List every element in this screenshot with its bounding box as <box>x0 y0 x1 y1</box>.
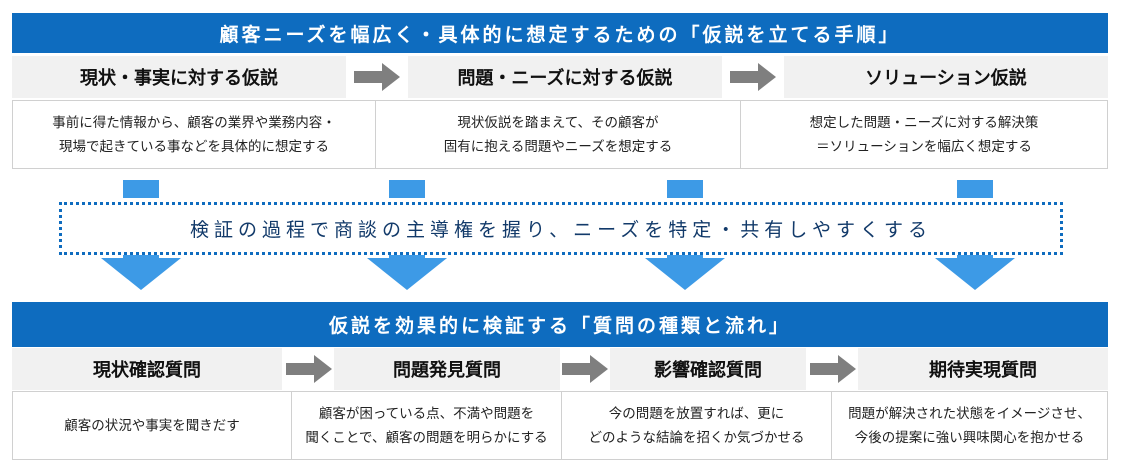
top-step-header-3: ソリューション仮説 <box>784 56 1108 98</box>
top-step-desc-1: 事前に得た情報から、顧客の業界や業務内容・ 現場で起きている事などを具体的に想定… <box>12 100 376 169</box>
top-step-desc-2-line-2: 固有に抱える問題やニーズを想定する <box>443 138 673 155</box>
bottom-step-label-1: 現状確認質問 <box>93 360 201 381</box>
top-step-desc-2: 現状仮説を踏まえて、その顧客が 固有に抱える問題やニーズを想定する <box>375 100 741 169</box>
bottom-flow-arrow-1 <box>286 355 332 383</box>
bottom-title: 仮説を効果的に検証する「質問の種類と流れ」 <box>328 315 791 337</box>
top-step-desc-1-line-2: 現場で起きている事などを具体的に想定する <box>59 138 329 155</box>
bottom-flow-arrow-2 <box>562 355 608 383</box>
top-step-label-2: 問題・ニーズに対する仮説 <box>457 68 673 89</box>
bottom-step-desc-3-line-2: どのような結論を招くか気づかせる <box>588 429 805 446</box>
bottom-step-label-4: 期待実現質問 <box>929 360 1037 381</box>
bottom-step-desc-4-line-1: 問題が解決された状態をイメージさせ、 <box>848 405 1091 422</box>
top-step-desc-3-line-2: ＝ソリューションを幅広く想定する <box>816 138 1032 155</box>
top-step-desc-3: 想定した問題・ニーズに対する解決策 ＝ソリューションを幅広く想定する <box>740 100 1108 169</box>
bottom-step-desc-4-line-2: 今後の提案に強い興味関心を抱かせる <box>854 429 1085 446</box>
bottom-step-desc-3-line-1: 今の問題を放置すれば、更に <box>608 405 785 422</box>
bottom-step-header-3: 影響確認質問 <box>610 348 806 390</box>
bottom-step-header-1: 現状確認質問 <box>12 348 282 390</box>
bottom-title-band: 仮説を効果的に検証する「質問の種類と流れ」 <box>12 302 1108 347</box>
top-flow-arrow-2 <box>730 63 776 91</box>
top-step-desc-3-line-1: 想定した問題・ニーズに対する解決策 <box>809 114 1039 131</box>
top-flow-arrow-1 <box>354 63 400 91</box>
bottom-step-desc-1: 顧客の状況や事実を聞きだす <box>12 391 292 460</box>
top-step-label-3: ソリューション仮説 <box>865 68 1027 89</box>
top-title: 顧客ニーズを幅広く・具体的に想定するための「仮説を立てる手順」 <box>219 23 901 46</box>
bottom-step-header-4: 期待実現質問 <box>858 348 1108 390</box>
bottom-step-desc-3: 今の問題を放置すれば、更に どのような結論を招くか気づかせる <box>561 391 832 460</box>
key-message-text: 検証の過程で商談の主導権を握り、ニーズを特定・共有しやすくする <box>189 219 933 241</box>
key-message-box: 検証の過程で商談の主導権を握り、ニーズを特定・共有しやすくする <box>59 202 1063 255</box>
bottom-flow-arrow-3 <box>810 355 856 383</box>
bottom-step-desc-1-line-1: 顧客の状況や事実を聞きだす <box>64 417 240 434</box>
bottom-step-desc-2: 顧客が困っている点、不満や問題を 聞くことで、顧客の問題を明らかにする <box>291 391 562 460</box>
top-step-desc-2-line-1: 現状仮説を踏まえて、その顧客が <box>457 114 659 131</box>
top-step-desc-1-line-1: 事前に得た情報から、顧客の業界や業務内容・ <box>52 114 336 131</box>
bottom-step-desc-2-line-1: 顧客が困っている点、不満や問題を <box>318 405 535 422</box>
bottom-step-header-2: 問題発見質問 <box>334 348 560 390</box>
bottom-step-desc-4: 問題が解決された状態をイメージさせ、 今後の提案に強い興味関心を抱かせる <box>831 391 1108 460</box>
top-step-header-2: 問題・ニーズに対する仮説 <box>408 56 722 98</box>
top-step-label-1: 現状・事実に対する仮説 <box>80 68 278 89</box>
top-title-band: 顧客ニーズを幅広く・具体的に想定するための「仮説を立てる手順」 <box>12 13 1108 53</box>
bottom-step-desc-2-line-2: 聞くことで、顧客の問題を明らかにする <box>305 429 548 446</box>
bottom-step-label-3: 影響確認質問 <box>654 360 762 381</box>
bottom-step-label-2: 問題発見質問 <box>393 360 501 381</box>
top-step-header-1: 現状・事実に対する仮説 <box>12 56 346 98</box>
